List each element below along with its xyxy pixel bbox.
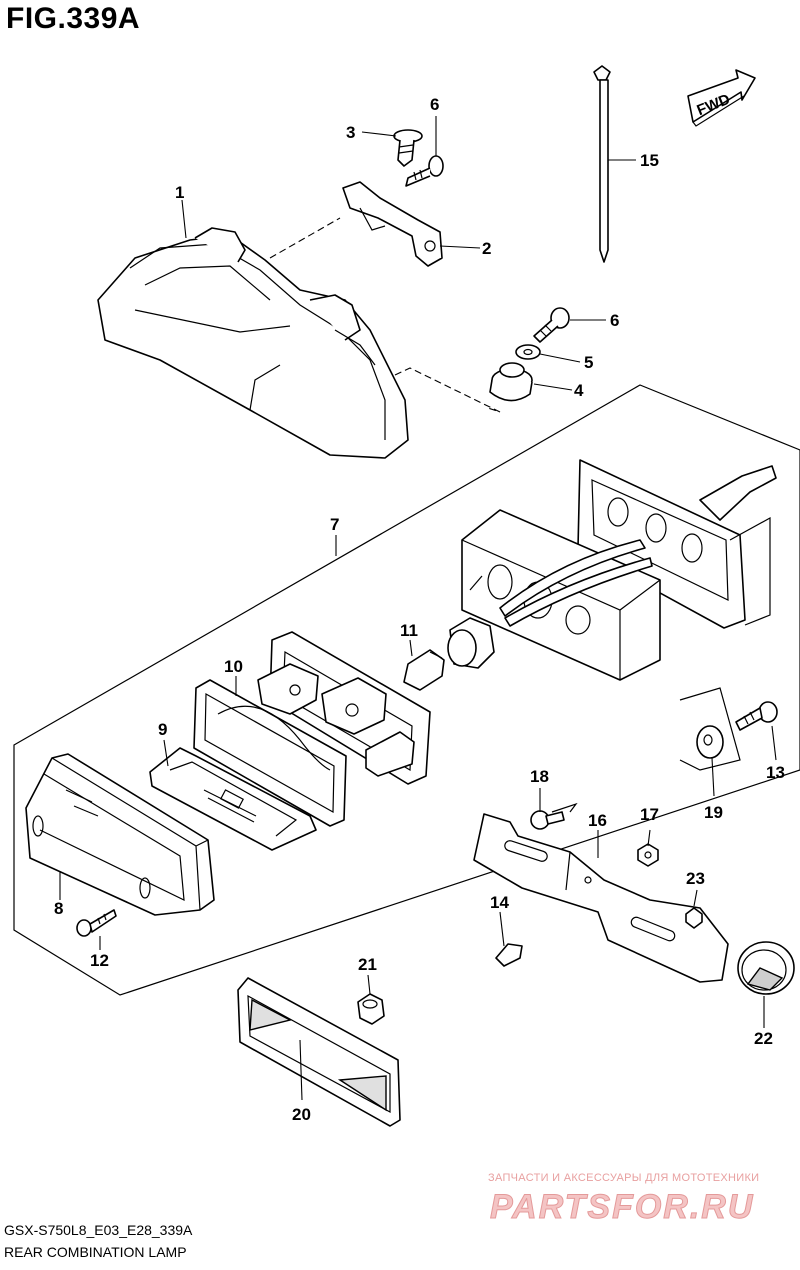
clip-14 (495, 943, 523, 967)
callout-6-right: 6 (610, 311, 619, 330)
diagram-code: GSX-S750L8_E03_E28_339A (4, 1222, 193, 1238)
diagram-name: REAR COMBINATION LAMP (4, 1244, 187, 1260)
grommet-4 (489, 362, 533, 402)
lamp-rear-cover (577, 459, 777, 629)
figure-title: FIG.339A (6, 2, 141, 35)
assembly-7-outline (13, 384, 800, 996)
callout-15: 15 (640, 151, 659, 170)
callout-4: 4 (574, 381, 584, 400)
lens-outer-8 (25, 753, 215, 916)
reflector-rect (237, 977, 401, 1127)
callout-17: 17 (640, 805, 659, 824)
callout-8: 8 (54, 899, 63, 918)
cable-tie (593, 65, 611, 263)
callout-2: 2 (482, 239, 491, 258)
lamp-base-plate (257, 631, 431, 785)
gasket-10 (193, 679, 347, 827)
reflector-round (737, 941, 795, 995)
callout-16: 16 (588, 811, 607, 830)
callout-11: 11 (400, 621, 418, 640)
bulb-socket (403, 617, 495, 691)
watermark-logo-text: PARTSFOR.RU (490, 1188, 754, 1226)
callout-13: 13 (766, 763, 785, 782)
watermark-caption: ЗАПЧАСТИ И АКСЕССУАРЫ ДЛЯ МОТОТЕХНИКИ (488, 1172, 760, 1184)
callout-12: 12 (90, 951, 109, 970)
screw-3 (393, 129, 423, 167)
callout-19: 19 (704, 803, 723, 822)
callout-20: 20 (292, 1105, 311, 1124)
nut-21 (357, 993, 385, 1025)
washer-19 (696, 725, 724, 759)
lamp-case (461, 509, 661, 681)
bolt-18 (530, 810, 565, 830)
callout-5: 5 (584, 353, 593, 372)
screw-13 (735, 701, 778, 731)
nut-17 (637, 843, 659, 867)
callout-23: 23 (686, 869, 705, 888)
mounting-bracket (342, 181, 443, 267)
callout-7: 7 (330, 515, 339, 534)
callout-10: 10 (224, 657, 243, 676)
nut-23 (685, 907, 703, 929)
license-bracket (473, 813, 729, 983)
screw-12 (76, 909, 117, 937)
washer-5 (515, 344, 541, 360)
lens-inner-9 (149, 747, 317, 851)
callout-9: 9 (158, 720, 167, 739)
callout-18: 18 (530, 767, 549, 786)
callout-22: 22 (754, 1029, 773, 1048)
taillight-housing (97, 227, 409, 459)
screw-6-right (533, 307, 570, 343)
callout-14: 14 (490, 893, 509, 912)
callout-21: 21 (358, 955, 377, 974)
callout-3: 3 (346, 123, 355, 142)
callout-1: 1 (175, 183, 184, 202)
callout-6-top: 6 (430, 95, 439, 114)
fwd-arrow-icon: FWD (687, 69, 756, 127)
watermark-logo: PARTSFOR.RU (490, 1188, 754, 1227)
